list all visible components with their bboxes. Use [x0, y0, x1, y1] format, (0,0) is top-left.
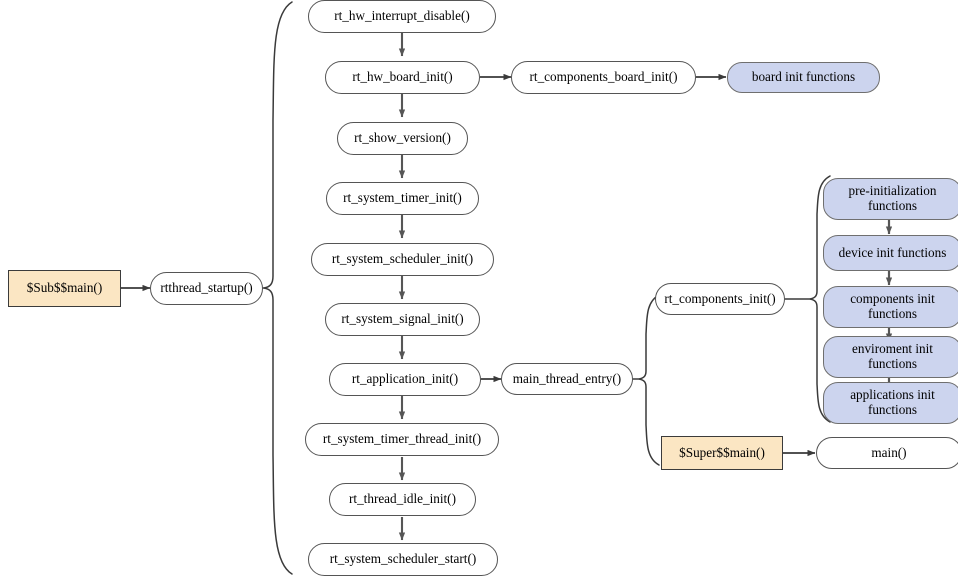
node-super-main-label: $Super$$main() [679, 444, 765, 460]
node-main-label: main() [871, 444, 907, 460]
node-rt-components-init[interactable]: rt_components_init() [655, 283, 785, 315]
node-rt-system-timer-init[interactable]: rt_system_timer_init() [326, 182, 479, 215]
node-rt-components-board-init-label: rt_components_board_init() [529, 69, 678, 85]
node-components-init-functions-label: components init functions [850, 291, 935, 321]
node-applications-init-functions[interactable]: applications init functions [823, 382, 958, 424]
node-rtthread-startup[interactable]: rtthread_startup() [150, 272, 263, 305]
node-board-init-functions-label: board init functions [751, 69, 856, 85]
node-rt-application-init[interactable]: rt_application_init() [329, 363, 481, 396]
node-rt-hw-interrupt-disable-label: rt_hw_interrupt_disable() [334, 8, 470, 24]
node-rt-hw-board-init[interactable]: rt_hw_board_init() [325, 61, 480, 94]
node-rt-system-scheduler-init[interactable]: rt_system_scheduler_init() [311, 243, 494, 276]
node-rtthread-startup-label: rtthread_startup() [160, 280, 253, 296]
node-rt-system-timer-init-label: rt_system_timer_init() [343, 190, 462, 206]
node-main-thread-entry-label: main_thread_entry() [512, 370, 622, 386]
node-rt-components-board-init[interactable]: rt_components_board_init() [511, 61, 696, 94]
node-rt-show-version-label: rt_show_version() [354, 130, 451, 146]
node-rt-system-signal-init[interactable]: rt_system_signal_init() [325, 303, 480, 336]
node-rt-thread-idle-init-label: rt_thread_idle_init() [349, 491, 456, 507]
node-pre-initialization-functions[interactable]: pre-initialization functions [823, 178, 958, 220]
node-rt-system-signal-init-label: rt_system_signal_init() [341, 311, 464, 327]
node-super-main[interactable]: $Super$$main() [661, 436, 783, 470]
node-rt-hw-board-init-label: rt_hw_board_init() [352, 69, 453, 85]
node-components-init-functions[interactable]: components init functions [823, 286, 958, 328]
node-pre-initialization-functions-label: pre-initialization functions [848, 183, 937, 213]
node-board-init-functions[interactable]: board init functions [727, 62, 880, 93]
node-main-thread-entry[interactable]: main_thread_entry() [501, 363, 633, 395]
node-sub-main-label: $Sub$$main() [26, 280, 103, 296]
node-rt-application-init-label: rt_application_init() [351, 371, 459, 387]
node-rt-hw-interrupt-disable[interactable]: rt_hw_interrupt_disable() [308, 0, 496, 33]
node-device-init-functions-label: device init functions [838, 244, 947, 260]
node-enviroment-init-functions-label: enviroment init functions [852, 341, 933, 371]
node-rt-system-scheduler-init-label: rt_system_scheduler_init() [331, 251, 474, 267]
node-rt-thread-idle-init[interactable]: rt_thread_idle_init() [329, 483, 476, 516]
node-enviroment-init-functions[interactable]: enviroment init functions [823, 336, 958, 378]
node-rt-components-init-label: rt_components_init() [664, 290, 776, 306]
node-rt-show-version[interactable]: rt_show_version() [337, 122, 468, 155]
node-device-init-functions[interactable]: device init functions [823, 235, 958, 271]
node-rt-system-scheduler-start[interactable]: rt_system_scheduler_start() [308, 543, 498, 576]
node-applications-init-functions-label: applications init functions [850, 387, 935, 417]
node-rt-system-scheduler-start-label: rt_system_scheduler_start() [329, 551, 477, 567]
node-rt-system-timer-thread-init[interactable]: rt_system_timer_thread_init() [305, 423, 499, 456]
node-sub-main[interactable]: $Sub$$main() [8, 270, 121, 307]
node-main[interactable]: main() [816, 437, 958, 469]
node-rt-system-timer-thread-init-label: rt_system_timer_thread_init() [322, 431, 482, 447]
